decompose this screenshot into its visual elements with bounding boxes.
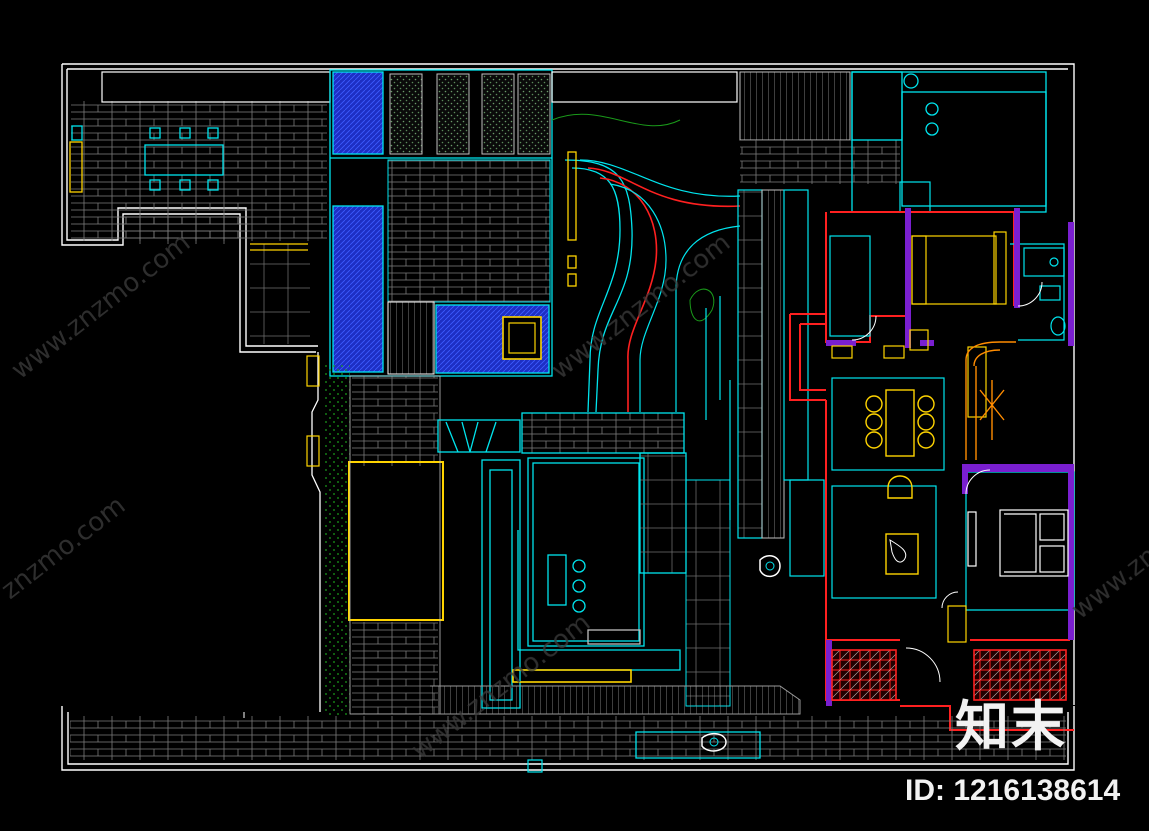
pool-area (329, 69, 553, 377)
courtyard-center (437, 412, 687, 709)
pavement-bottom (70, 685, 1066, 773)
svg-text:www.znzmo.com: www.znzmo.com (6, 228, 196, 386)
garden-path (551, 113, 741, 520)
svg-text:www.znzmo.com: www.znzmo.com (546, 228, 736, 386)
watermark-id: ID: 1216138614 (905, 774, 1121, 807)
walkway-vertical (685, 189, 825, 707)
deck-top-right (551, 71, 1047, 213)
svg-text:znzmo.com: znzmo.com (0, 491, 131, 606)
svg-text:www.znzmo: www.znzmo (1066, 507, 1149, 626)
paving-lower-left (348, 375, 444, 715)
terrace-top-left (69, 71, 331, 344)
lawn-strip (306, 352, 350, 716)
house-plan (789, 208, 1075, 731)
watermark-logo: 知末 (955, 695, 1067, 758)
